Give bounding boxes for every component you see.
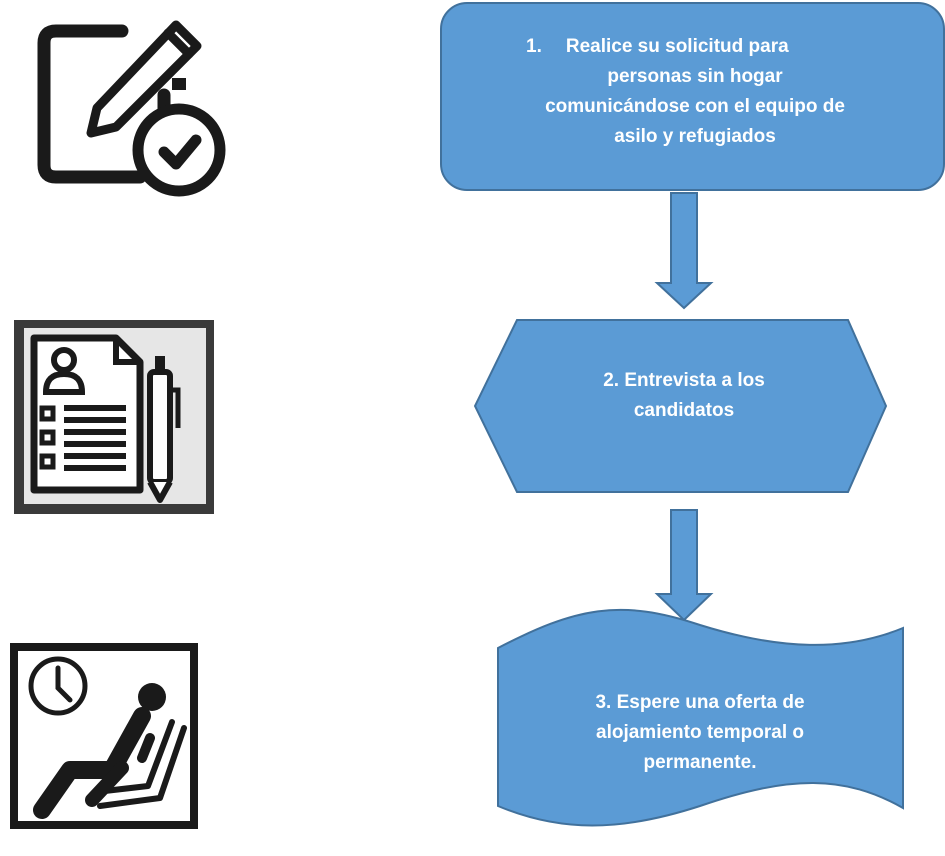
step-3-tape: [497, 608, 904, 827]
step-1-line-3: comunicándose con el equipo de: [545, 96, 845, 117]
waiting-person-clock-icon: [10, 643, 198, 829]
arrow-1-to-2: [654, 192, 714, 310]
step-1-line-4: asilo y refugiados: [614, 126, 776, 147]
step-2-line-1: 2. Entrevista a los: [603, 370, 765, 391]
step-2-label: 2. Entrevista a los candidatos: [530, 366, 838, 426]
step-3-label: 3. Espere una oferta de alojamiento temp…: [512, 688, 888, 778]
step-3-line-1: 3. Espere una oferta de: [595, 692, 805, 713]
step-1-number: 1.: [526, 36, 542, 57]
step-1-label: 1. Realice su solicitud para personas sin…: [480, 32, 910, 152]
step-1-box: [440, 2, 945, 191]
step-3-line-2: alojamiento temporal o: [596, 722, 804, 743]
step-2-hexagon: [473, 319, 888, 493]
resume-document-pen-icon: [14, 320, 214, 514]
step-1-line-1: Realice su solicitud para: [565, 36, 789, 57]
step-2-line-2: candidatos: [633, 400, 735, 421]
form-pen-check-icon: [37, 20, 226, 197]
step-3-line-3: permanente.: [643, 752, 757, 773]
step-1-line-2: personas sin hogar: [607, 66, 783, 87]
arrow-2-to-3: [654, 509, 714, 622]
